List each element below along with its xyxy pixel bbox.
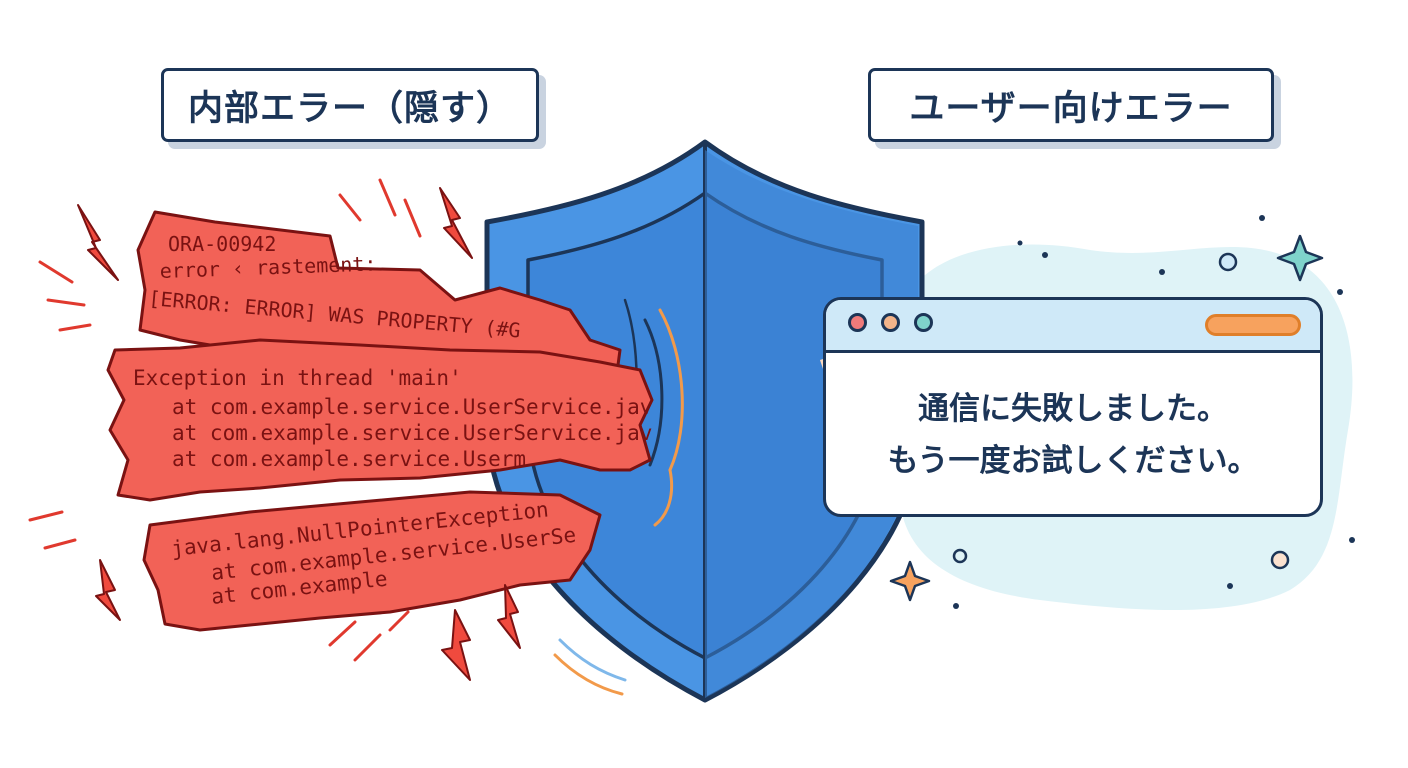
user-error-label: ユーザー向けエラー: [868, 68, 1274, 142]
lightning-icon: [77, 187, 521, 681]
error-line: at com.example.service.UserService.jav: [172, 421, 652, 445]
error-block-2: Exception in thread 'main' at com.exampl…: [106, 338, 654, 502]
error-line: Exception in thread 'main': [133, 366, 462, 390]
window-dot-icon: [881, 313, 900, 332]
internal-error-label: 内部エラー（隠す）: [161, 68, 539, 142]
user-error-message: 通信に失敗しました。 もう一度お試しください。: [826, 370, 1320, 500]
window-title-bar-pill: [1205, 314, 1301, 336]
window-dot-icon: [914, 313, 933, 332]
decor-dots: [952, 215, 1355, 609]
spark-lines: [28, 178, 422, 662]
message-line: もう一度お試しください。: [887, 443, 1259, 479]
error-line: ORA-00942: [168, 232, 276, 256]
message-line: 通信に失敗しました。: [918, 391, 1228, 427]
error-line: at com.example.service.Userm: [172, 447, 526, 471]
window-dot-icon: [848, 313, 867, 332]
shield-icon: [484, 139, 925, 703]
user-error-window: 通信に失敗しました。 もう一度お試しください。: [823, 297, 1323, 517]
error-block-3: java.lang.NullPointerException at com.ex…: [142, 490, 602, 632]
window-titlebar: [826, 300, 1320, 353]
error-line: at com.example.service.UserService.jav: [172, 395, 652, 419]
sparkle-icon: [889, 234, 1324, 602]
